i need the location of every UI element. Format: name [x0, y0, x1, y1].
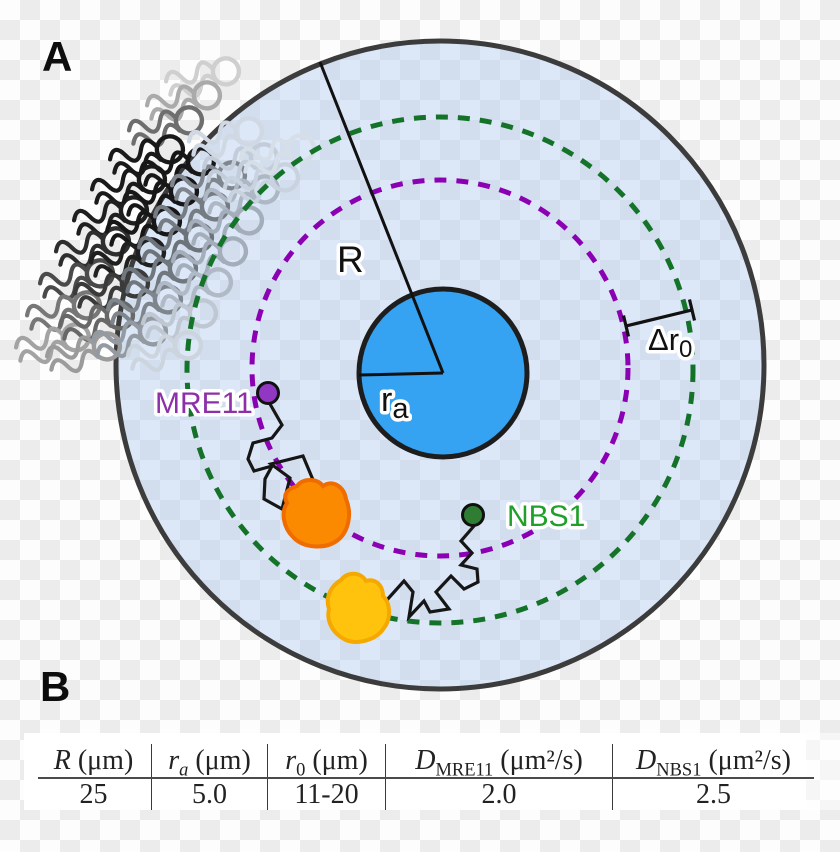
column-header: DNBS1 (μm²/s) — [613, 744, 814, 780]
unit-label: (μm) — [312, 745, 368, 776]
dr0-sub: 0 — [679, 336, 692, 363]
panel-b-label: B — [40, 663, 71, 710]
mre11-trajectory — [246, 403, 318, 512]
nbs1-trajectory — [384, 524, 480, 622]
table-background-fade — [806, 733, 840, 810]
table-column-d-nbs1: DNBS1 (μm²/s) 2.5 — [613, 744, 814, 810]
table-column-d-mre11: DMRE11 (μm²/s) 2.0 — [386, 744, 613, 810]
dr0-base: Δr — [648, 322, 679, 357]
column-value: 25 — [79, 779, 108, 810]
var-subscript: NBS1 — [656, 759, 702, 780]
table-background — [24, 733, 806, 810]
table-header-rule — [38, 777, 814, 780]
var-subscript: 0 — [296, 759, 306, 780]
var-subscript: a — [179, 759, 189, 780]
var-symbol: r — [285, 745, 297, 776]
column-value: 5.0 — [192, 779, 227, 810]
nbs1-dashed-orbit — [184, 114, 696, 626]
mre11-label: MRE11 — [155, 387, 253, 420]
nbs1-dot — [461, 503, 485, 527]
mre11-condensate-blob — [281, 478, 352, 549]
ra-sub: a — [392, 393, 409, 425]
var-symbol: D — [415, 745, 436, 776]
mre11-dot — [256, 381, 280, 405]
var-symbol: r — [168, 745, 180, 776]
mre11-dashed-orbit — [249, 177, 631, 559]
var-symbol: R — [53, 745, 71, 776]
ra-base: r — [381, 381, 392, 419]
column-value: 11-20 — [294, 779, 359, 810]
column-value: 2.0 — [481, 779, 517, 810]
parameter-table: R (μm) 25 ra (μm) 5.0 r0 (μm) 11-20 DMRE… — [36, 744, 814, 810]
unit-label: (μm) — [77, 745, 134, 776]
nbs1-condensate-blob — [325, 571, 392, 644]
column-header: r0 (μm) — [268, 744, 385, 780]
unit-label: (μm) — [195, 745, 251, 776]
column-header: R (μm) — [36, 744, 151, 777]
unit-label: (μm²/s) — [708, 745, 791, 776]
radius-ra-line — [358, 371, 444, 377]
var-subscript: MRE11 — [435, 759, 494, 780]
unit-label: (μm²/s) — [500, 745, 583, 776]
column-value: 2.5 — [696, 779, 731, 810]
panel-a-label: A — [42, 33, 73, 80]
column-header: DMRE11 (μm²/s) — [386, 744, 612, 780]
table-column-ra: ra (μm) 5.0 — [152, 744, 268, 810]
table-column-r0: r0 (μm) 11-20 — [268, 744, 386, 810]
radius-R-line — [318, 61, 445, 374]
shell-width-label: Δr0 — [648, 322, 692, 363]
nbs1-label: NBS1 — [507, 500, 585, 533]
var-symbol: D — [636, 745, 657, 776]
column-header: ra (μm) — [152, 744, 267, 780]
radius-R-label: R — [337, 239, 364, 280]
shell-width-bracket — [621, 299, 697, 337]
